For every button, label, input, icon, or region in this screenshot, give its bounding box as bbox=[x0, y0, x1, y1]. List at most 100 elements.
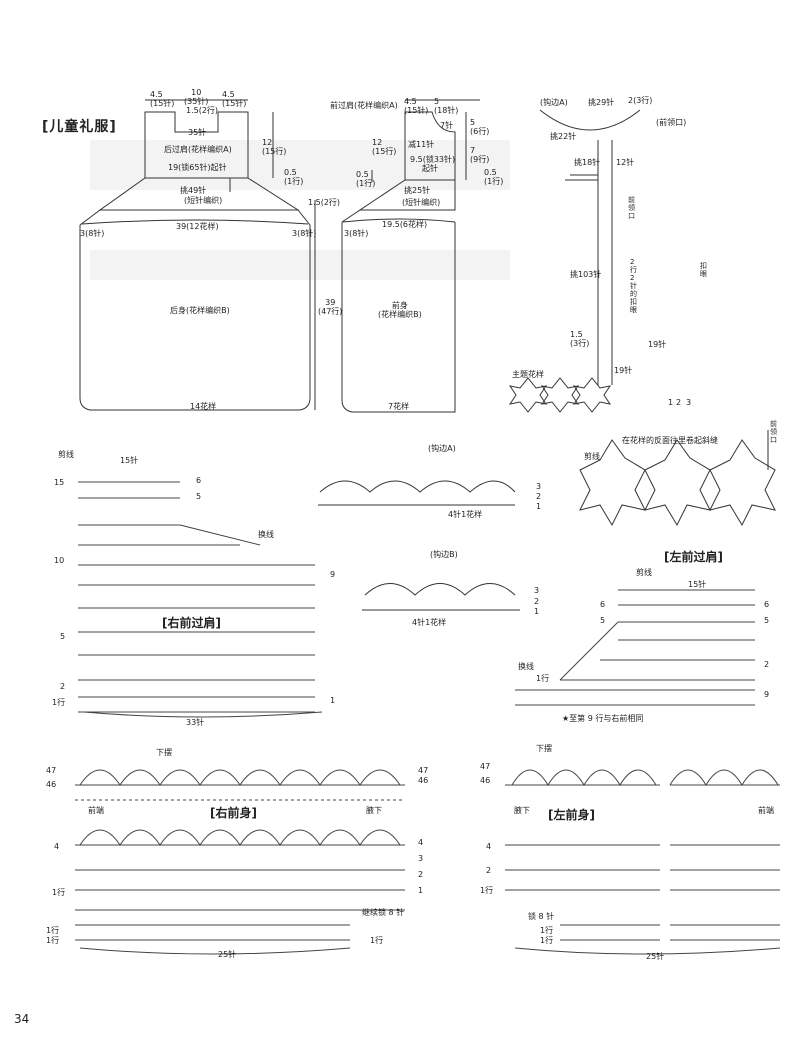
left-front-edge: 前端 bbox=[758, 806, 774, 815]
back-neck-rows: 1.5(2行) bbox=[186, 106, 219, 115]
front-armhole: 3(8针) bbox=[344, 229, 369, 238]
motif-label: 主题花样 bbox=[512, 370, 544, 379]
print-through-band bbox=[90, 140, 510, 190]
right-front-hem: 下摆 bbox=[156, 748, 172, 757]
left-yoke-note: ★至第 9 行与右前相同 bbox=[562, 714, 644, 723]
right-yoke-row-9: 9 bbox=[330, 570, 336, 579]
page-title: [儿童礼服] bbox=[42, 119, 117, 135]
right-yoke-cut: 剪线 bbox=[58, 450, 74, 459]
right-yoke-join: 换线 bbox=[258, 530, 274, 539]
right-yoke-grid bbox=[78, 481, 323, 718]
neck-2rows: 2行 bbox=[630, 258, 637, 274]
neck-rows-1.5: 1.5(3行) bbox=[570, 330, 590, 348]
flower-edging bbox=[579, 430, 776, 527]
right-yoke-row-10: 10 bbox=[54, 556, 65, 565]
right-yoke-33st: 33针 bbox=[186, 718, 205, 727]
right-yoke-row-1b: 1 bbox=[330, 696, 336, 705]
edging-a-row-1: 1 bbox=[536, 502, 542, 511]
right-front-chain: 继续锁 8 针 bbox=[362, 908, 405, 917]
front-yoke-edge-row-2: 0.5(1行) bbox=[484, 168, 504, 186]
neck-pick-29: 挑29针 bbox=[588, 98, 615, 107]
right-front-row-1b: 1 bbox=[418, 886, 424, 895]
back-pick-label: 挑49针 bbox=[180, 186, 207, 195]
neck-front-2: (前领口) bbox=[656, 118, 687, 127]
back-width-3: 4.5(15针) bbox=[222, 90, 247, 108]
back-width-1: 4.5(15针) bbox=[150, 90, 175, 108]
edging-b-row-1: 1 bbox=[534, 607, 540, 616]
right-front-title: [右前身] bbox=[210, 806, 257, 820]
neck-row-3: 3 bbox=[686, 398, 692, 407]
front-yoke-decrease: 减11针 bbox=[408, 140, 435, 149]
right-front-row-1e: 1行 bbox=[370, 936, 384, 945]
neck-pick-103: 挑103针 bbox=[570, 270, 602, 279]
neck-pick-18: 挑18针 bbox=[574, 158, 601, 167]
front-yoke-label: 前过肩(花样编织A) bbox=[330, 101, 398, 110]
right-yoke-row-2: 2 bbox=[60, 682, 66, 691]
neck-buttonhole: 2针的扣眼 bbox=[630, 274, 637, 314]
back-neck-stitches: 35针 bbox=[188, 128, 207, 137]
neck-12st: 12针 bbox=[616, 158, 635, 167]
right-front-row-47b: 47 bbox=[418, 766, 429, 775]
edging-a-row-3: 3 bbox=[536, 482, 542, 491]
front-yoke-rows-2: 7(9行) bbox=[470, 146, 490, 164]
right-yoke-row-1: 1行 bbox=[52, 698, 66, 707]
yoke-height: 12(15行) bbox=[262, 138, 287, 156]
left-front-row-47: 47 bbox=[480, 762, 491, 771]
right-front-side: 腋下 bbox=[366, 806, 382, 815]
left-yoke-row-6a: 6 bbox=[600, 600, 606, 609]
left-yoke-row-5a: 5 bbox=[600, 616, 606, 625]
front-yoke-rows-1: 5(6行) bbox=[470, 118, 490, 136]
right-front-row-46b: 46 bbox=[418, 776, 429, 785]
yoke-edge-row: 0.5(1行) bbox=[284, 168, 304, 186]
edging-a-repeat: 4针1花样 bbox=[448, 510, 483, 519]
left-yoke-row-6b: 6 bbox=[764, 600, 770, 609]
left-yoke-join: 换线 bbox=[518, 662, 534, 671]
right-yoke-row-5: 5 bbox=[196, 492, 202, 501]
edging-b-row-3: 3 bbox=[534, 586, 540, 595]
right-front-row-3: 3 bbox=[418, 854, 424, 863]
left-front-title: [左前身] bbox=[548, 808, 595, 822]
right-yoke-row-5b: 5 bbox=[60, 632, 66, 641]
edging-a-row-2: 2 bbox=[536, 492, 542, 501]
edging-a-title: (钩边A) bbox=[428, 444, 456, 453]
body-length: 39(47行) bbox=[318, 298, 343, 316]
neck-19st-b: 19针 bbox=[648, 340, 667, 349]
right-front-row-47a: 47 bbox=[46, 766, 57, 775]
button-loop-label: 扣眼 bbox=[700, 262, 707, 278]
front-pick-label: 挑25针 bbox=[404, 186, 431, 195]
neck-pick-22: 挑22针 bbox=[550, 132, 577, 141]
left-front-row-1c: 1行 bbox=[540, 936, 554, 945]
neck-row-1: 1 bbox=[668, 398, 674, 407]
left-front-row-4: 4 bbox=[486, 842, 492, 851]
front-short-row: (短针编织) bbox=[402, 198, 441, 207]
back-width-2: 10(35针) bbox=[184, 88, 209, 106]
left-yoke-cut: 剪线 bbox=[636, 568, 652, 577]
edging-a-b bbox=[318, 480, 520, 611]
left-yoke-row-1: 1行 bbox=[536, 674, 550, 683]
right-front-row-2: 2 bbox=[418, 870, 424, 879]
right-yoke-row-6: 6 bbox=[196, 476, 202, 485]
left-yoke-row-5b: 5 bbox=[764, 616, 770, 625]
right-front-row-1a: 1行 bbox=[52, 888, 66, 897]
right-front-row-4b: 4 bbox=[418, 838, 424, 847]
short-row-label: (短针编织) bbox=[184, 196, 223, 205]
back-schematic bbox=[79, 99, 316, 411]
back-yoke-label: 后过肩(花样编织A) bbox=[164, 145, 232, 154]
left-front-side: 腋下 bbox=[514, 806, 530, 815]
edging-b-repeat: 4针1花样 bbox=[412, 618, 447, 627]
right-yoke-row-15: 15 bbox=[54, 478, 65, 487]
side-rows: 1.5(2行) bbox=[308, 198, 341, 207]
left-front-row-46: 46 bbox=[480, 776, 491, 785]
neck-edge-a: (钩边A) bbox=[540, 98, 568, 107]
left-front-row-1b: 1行 bbox=[540, 926, 554, 935]
right-yoke-title: [右前过肩] bbox=[162, 616, 221, 630]
back-body-label: 后身(花样编织B) bbox=[170, 306, 230, 315]
print-through-band bbox=[90, 250, 510, 280]
flower-front-neck: 前领口 bbox=[770, 420, 777, 444]
back-width: 39(12花样) bbox=[176, 222, 219, 231]
back-hem: 14花样 bbox=[190, 402, 217, 411]
neck-front-label: 前领口 bbox=[628, 196, 635, 220]
left-front-25st: 25针 bbox=[646, 952, 665, 961]
flower-note: 在花样的反面往里卷起斜缝 bbox=[622, 436, 718, 445]
right-front-row-4a: 4 bbox=[54, 842, 60, 851]
